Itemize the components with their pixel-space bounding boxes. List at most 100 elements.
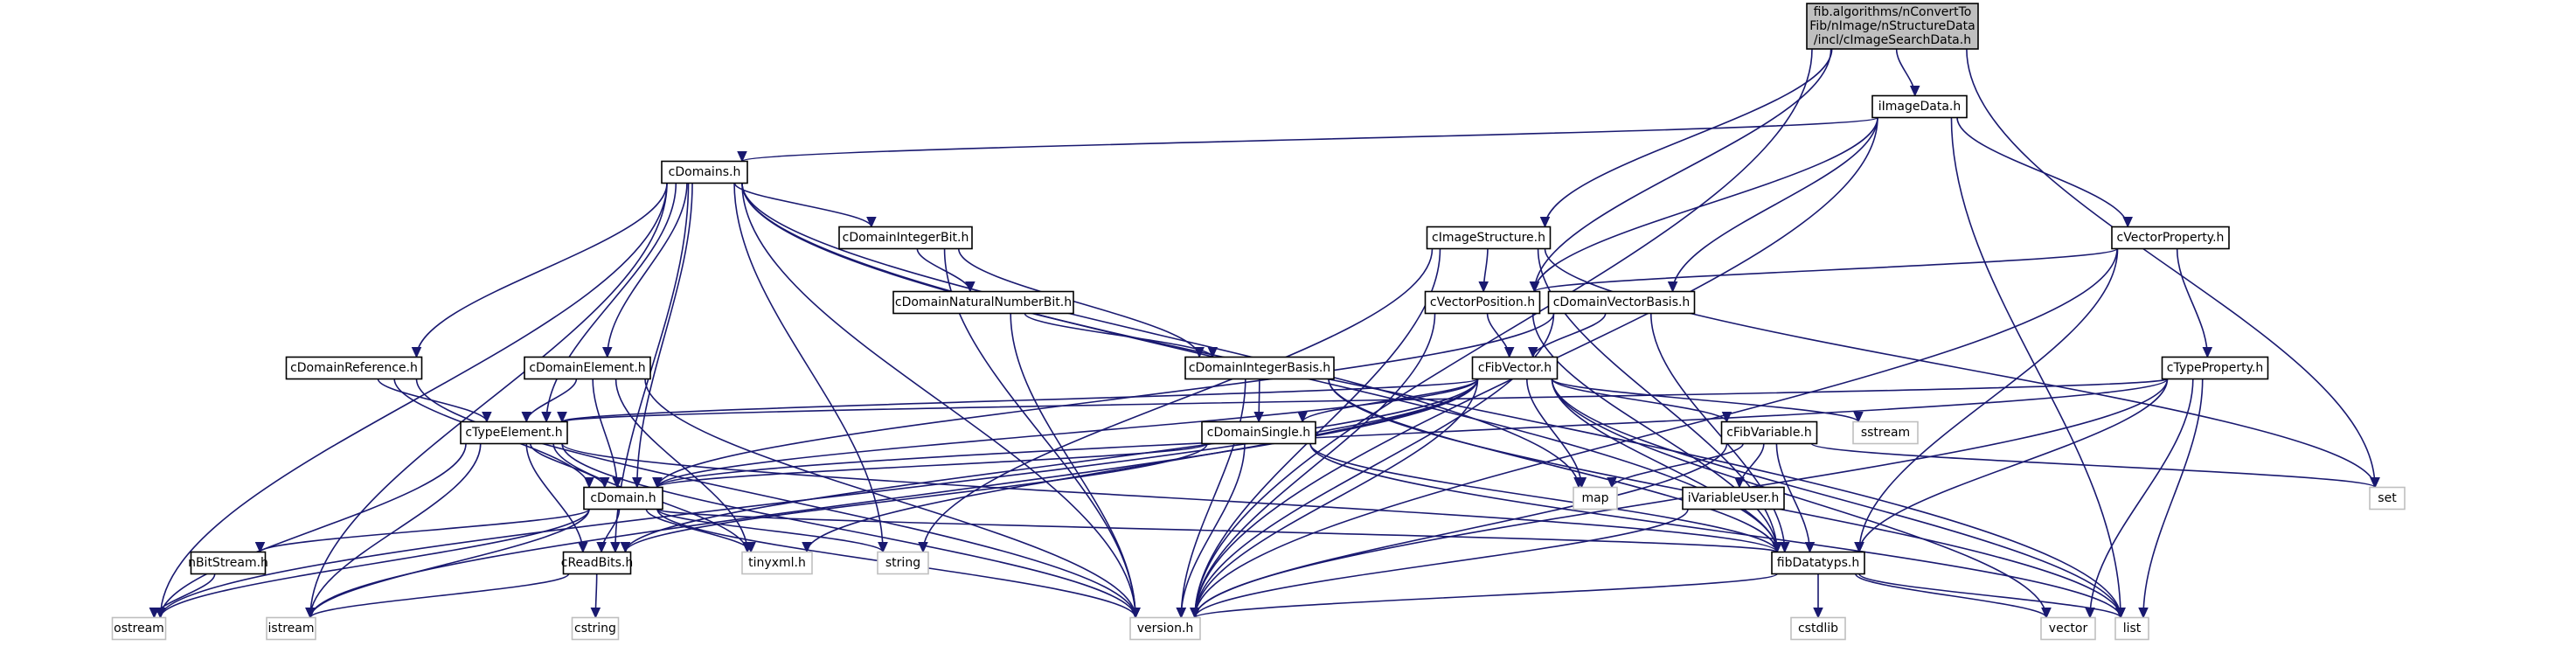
arrowhead-icon xyxy=(411,347,422,358)
edge-cImageStructure-to-set xyxy=(1544,248,2376,488)
arrowhead-icon xyxy=(2115,608,2126,619)
node-box[interactable] xyxy=(190,551,267,575)
node-label: cDomainNaturalNumberBit.h xyxy=(895,295,1072,309)
edge-cFibVector-to-sstream xyxy=(1551,378,1859,423)
node-iVariableUser[interactable]: iVariableUser.h xyxy=(1682,486,1785,511)
node-fibDatatyps[interactable]: fibDatatyps.h xyxy=(1771,551,1865,575)
node-box xyxy=(2040,616,2096,641)
node-label: tinyxml.h xyxy=(748,556,806,570)
node-cDomainSingle[interactable]: cDomainSingle.h xyxy=(1201,420,1316,445)
node-iImageData[interactable]: iImageData.h xyxy=(1871,94,1968,119)
node-label: iImageData.h xyxy=(1878,100,1962,114)
node-cDomainIntegerBit[interactable]: cDomainIntegerBit.h xyxy=(838,226,973,250)
node-nBitStream[interactable]: nBitStream.h xyxy=(188,551,268,575)
node-box[interactable] xyxy=(460,420,568,445)
node-box[interactable] xyxy=(1547,290,1696,315)
edge-iImageData-to-list xyxy=(1950,117,2121,618)
node-box[interactable] xyxy=(1426,226,1552,250)
node-label: cDomainIntegerBit.h xyxy=(843,231,969,245)
edge-cTypeElement-to-fibDatatyps xyxy=(561,442,1778,553)
node-cImageStructure[interactable]: cImageStructure.h xyxy=(1426,226,1552,250)
arrowhead-icon xyxy=(1297,412,1308,423)
node-cTypeProperty[interactable]: cTypeProperty.h xyxy=(2161,356,2269,380)
edge-fibDatatyps-to-vector xyxy=(1855,573,2047,618)
edge-cFibVector-to-map xyxy=(1526,379,1583,488)
node-box[interactable] xyxy=(1771,551,1865,575)
node-box xyxy=(741,551,813,575)
node-box[interactable] xyxy=(1424,290,1541,315)
node-box[interactable] xyxy=(892,290,1074,315)
arrowhead-icon xyxy=(2370,477,2380,489)
node-box[interactable] xyxy=(2111,226,2230,250)
arrowhead-icon xyxy=(1734,477,1745,489)
arrowhead-icon xyxy=(802,542,812,553)
node-cDomainElement[interactable]: cDomainElement.h xyxy=(524,356,651,380)
node-cDomainNaturalNumberBit[interactable]: cDomainNaturalNumberBit.h xyxy=(892,290,1074,315)
arrowhead-icon xyxy=(866,217,877,228)
node-box xyxy=(2114,616,2149,641)
edge-iImageData-to-cVectorPosition xyxy=(1533,117,1878,292)
node-cVectorProperty[interactable]: cVectorProperty.h xyxy=(2111,226,2230,250)
node-box[interactable] xyxy=(1871,94,1968,119)
edge-cVectorPosition-to-fibDatatyps xyxy=(1531,313,1778,552)
node-box[interactable] xyxy=(661,160,748,184)
node-box[interactable] xyxy=(1806,3,1979,50)
node-box[interactable] xyxy=(1471,356,1559,380)
node-tinyxml: tinyxml.h xyxy=(741,551,813,575)
node-box[interactable] xyxy=(1720,420,1818,445)
edge-cDomainSingle-to-cReadBits xyxy=(624,443,1208,552)
node-label: cstdlib xyxy=(1798,622,1838,636)
edge-cDomainElement-to-cDomain xyxy=(592,379,618,488)
node-list: list xyxy=(2114,616,2149,641)
node-label: cReadBits.h xyxy=(561,556,633,570)
arrowhead-icon xyxy=(1130,608,1141,619)
edge-cReadBits-to-istream xyxy=(309,573,570,619)
node-cDomainVectorBasis[interactable]: cDomainVectorBasis.h xyxy=(1547,290,1696,315)
node-cTypeElement[interactable]: cTypeElement.h xyxy=(460,420,568,445)
arrowhead-icon xyxy=(1478,281,1489,293)
edge-cDomains-to-string xyxy=(733,183,884,552)
node-label: cTypeElement.h xyxy=(465,426,562,440)
arrowhead-icon xyxy=(610,542,621,553)
arrowhead-icon xyxy=(1207,347,1219,358)
node-box[interactable] xyxy=(285,356,423,380)
node-cstring: cstring xyxy=(571,616,620,641)
node-cDomainReference[interactable]: cDomainReference.h xyxy=(285,356,423,380)
node-cFibVector[interactable]: cFibVector.h xyxy=(1471,356,1559,380)
node-box[interactable] xyxy=(562,551,632,575)
node-cVectorPosition[interactable]: cVectorPosition.h xyxy=(1424,290,1541,315)
node-box[interactable] xyxy=(1201,420,1316,445)
nodes-layer: fib.algorithms/nConvertToFib/nImage/nStr… xyxy=(111,3,2406,641)
node-box[interactable] xyxy=(1184,356,1335,380)
arrowhead-icon xyxy=(1539,217,1551,228)
node-box[interactable] xyxy=(2161,356,2269,380)
node-box[interactable] xyxy=(838,226,973,250)
arrowhead-icon xyxy=(149,608,160,619)
node-root[interactable]: fib.algorithms/nConvertToFib/nImage/nStr… xyxy=(1806,3,1979,50)
edge-cTypeProperty-to-cDomain xyxy=(656,378,2169,489)
node-cDomains[interactable]: cDomains.h xyxy=(661,160,748,184)
node-cFibVariable[interactable]: cFibVariable.h xyxy=(1720,420,1818,445)
edge-cFibVariable-to-version xyxy=(1194,443,1728,618)
node-box xyxy=(1129,616,1201,641)
edges-layer xyxy=(149,48,2380,619)
edge-cDomainSingle-to-list xyxy=(1309,443,2121,618)
node-box[interactable] xyxy=(524,356,651,380)
node-box[interactable] xyxy=(1682,486,1785,511)
node-box[interactable] xyxy=(583,486,663,511)
edge-cFibVector-to-list xyxy=(1551,379,2121,618)
arrowhead-icon xyxy=(2122,217,2133,228)
node-cDomainIntegerBasis[interactable]: cDomainIntegerBasis.h xyxy=(1184,356,1335,380)
edge-cDomains-to-cDomainReference xyxy=(415,183,668,358)
edge-cTypeElement-to-version xyxy=(561,443,1136,618)
edge-cVectorProperty-to-fibDatatyps xyxy=(1858,248,2119,552)
edge-cTypeProperty-to-version xyxy=(1194,379,2169,618)
node-label: nBitStream.h xyxy=(188,556,268,570)
node-label: cFibVariable.h xyxy=(1726,426,1812,440)
node-cReadBits[interactable]: cReadBits.h xyxy=(561,551,633,575)
edge-cDomainElement-to-cTypeElement xyxy=(525,379,578,422)
node-cDomain[interactable]: cDomain.h xyxy=(583,486,663,511)
node-label: fib.algorithms/nConvertTo xyxy=(1814,5,1972,19)
edge-cTypeProperty-to-vector xyxy=(2089,379,2194,618)
